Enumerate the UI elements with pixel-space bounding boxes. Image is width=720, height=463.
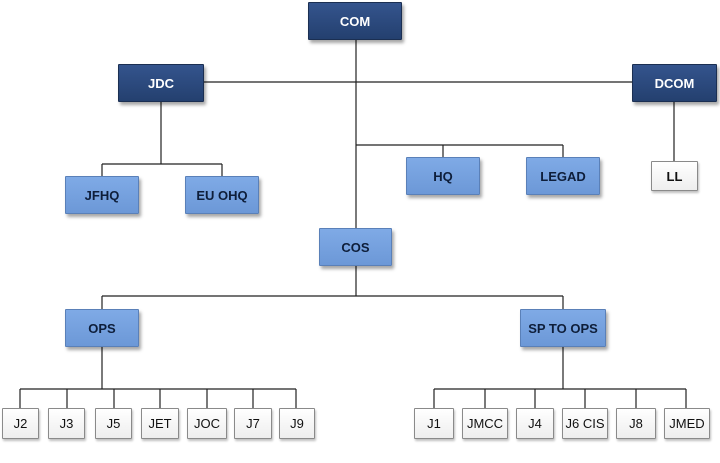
node-com[interactable]: COM xyxy=(308,2,402,40)
node-hq[interactable]: HQ xyxy=(406,157,480,195)
node-jdc[interactable]: JDC xyxy=(118,64,204,102)
node-sp-unit[interactable]: J4 xyxy=(516,408,554,439)
node-sp-unit[interactable]: JMCC xyxy=(462,408,508,439)
node-ops-unit[interactable]: J3 xyxy=(48,408,85,439)
node-sp-to-ops[interactable]: SP TO OPS xyxy=(520,309,606,347)
node-sp-unit[interactable]: J6 CIS xyxy=(562,408,608,439)
node-cos[interactable]: COS xyxy=(319,228,392,266)
node-ops-unit[interactable]: JOC xyxy=(187,408,227,439)
node-jfhq[interactable]: JFHQ xyxy=(65,176,139,214)
node-legad[interactable]: LEGAD xyxy=(526,157,600,195)
node-sp-unit[interactable]: J1 xyxy=(414,408,454,439)
node-ops-unit[interactable]: J7 xyxy=(234,408,272,439)
node-ops-unit[interactable]: J9 xyxy=(279,408,315,439)
node-ops-unit[interactable]: JET xyxy=(141,408,179,439)
node-ll[interactable]: LL xyxy=(651,161,698,191)
node-eu-ohq[interactable]: EU OHQ xyxy=(185,176,259,214)
node-sp-unit[interactable]: J8 xyxy=(616,408,656,439)
node-ops[interactable]: OPS xyxy=(65,309,139,347)
node-dcom[interactable]: DCOM xyxy=(632,64,717,102)
node-ops-unit[interactable]: J2 xyxy=(2,408,39,439)
node-sp-unit[interactable]: JMED xyxy=(664,408,710,439)
node-ops-unit[interactable]: J5 xyxy=(95,408,132,439)
